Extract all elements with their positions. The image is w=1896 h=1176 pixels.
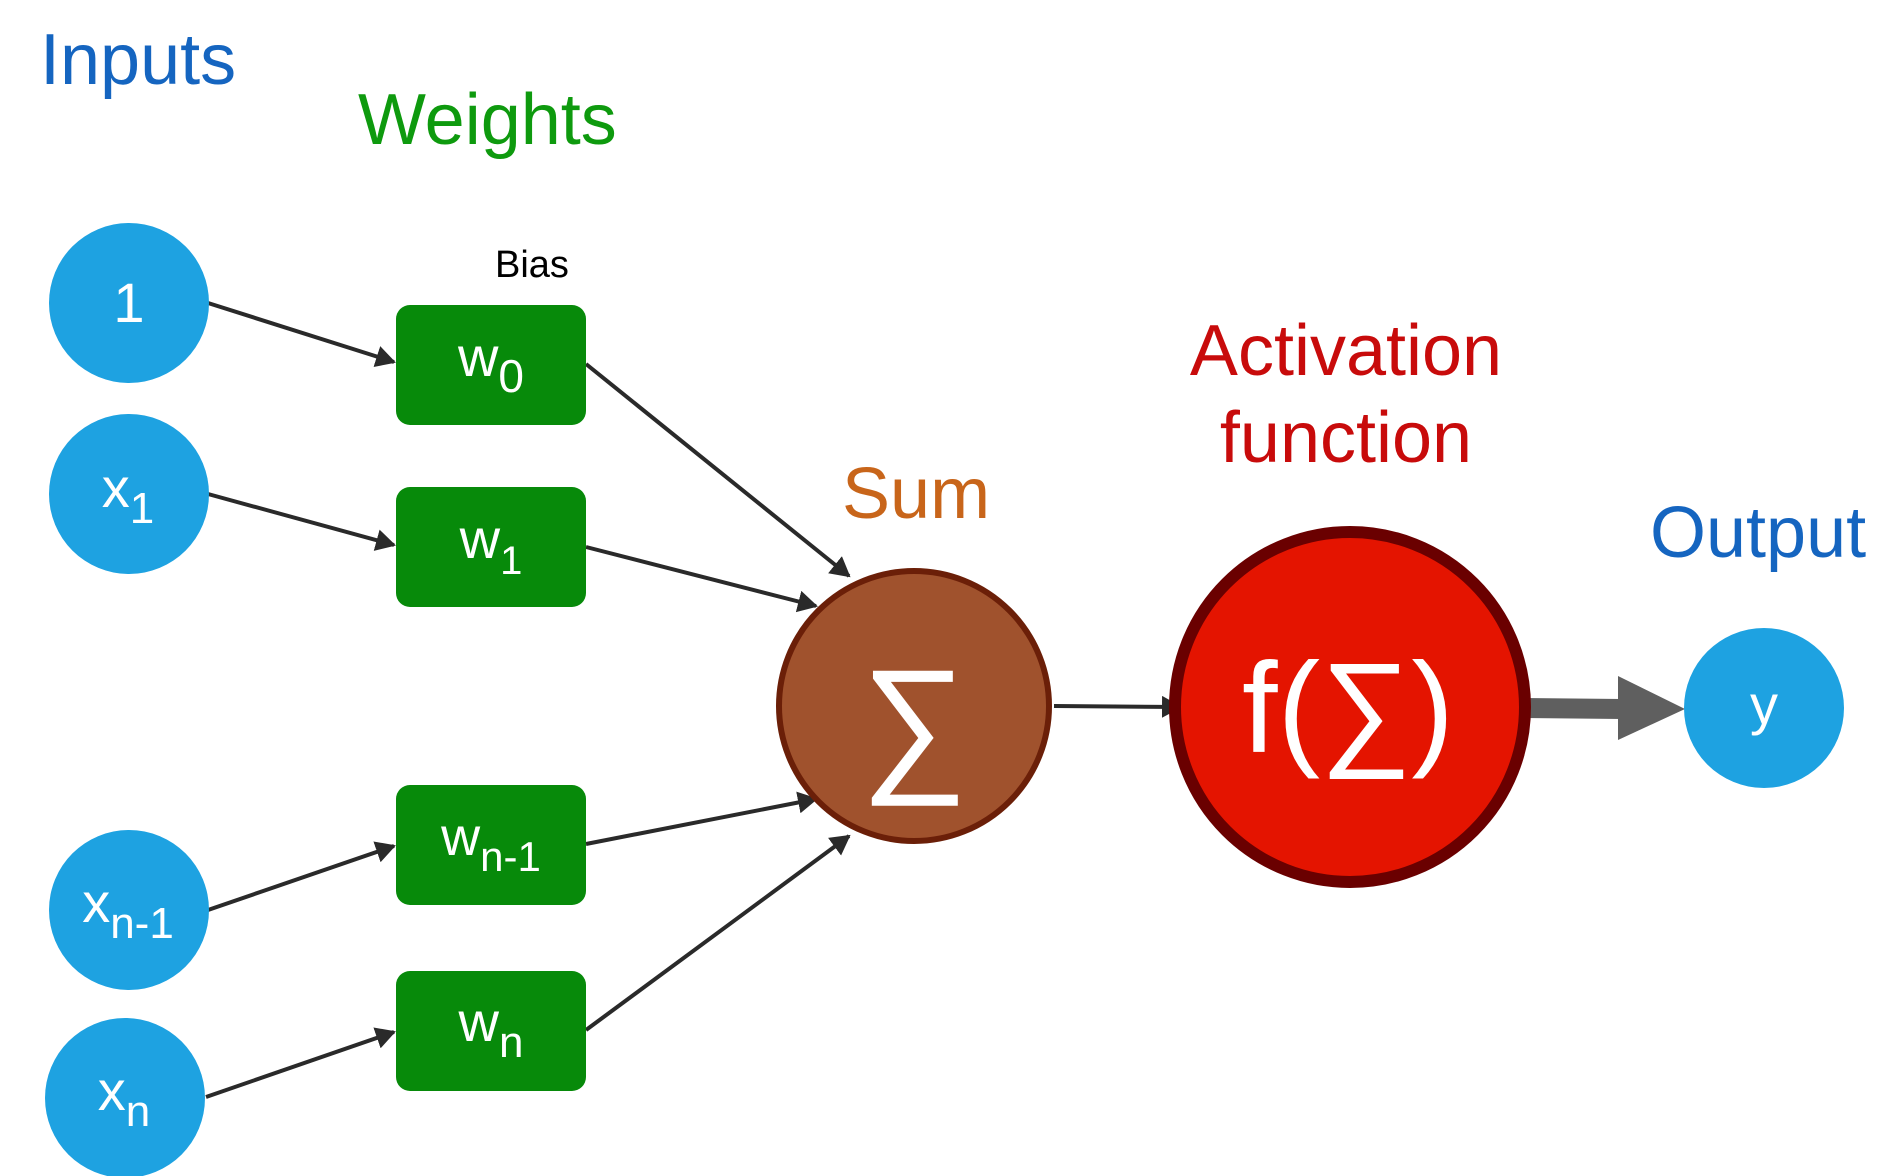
input-node-x1: x1 bbox=[49, 414, 209, 574]
weight-w0-base: w bbox=[457, 325, 499, 388]
activation-symbol: f(∑) bbox=[1242, 637, 1454, 780]
input-node-xn-1-sub: n-1 bbox=[110, 899, 174, 948]
inputs-header: Inputs bbox=[40, 20, 236, 100]
bias-label: Bias bbox=[495, 244, 569, 286]
svg-text:xn-1: xn-1 bbox=[82, 871, 174, 948]
weight-wn-base: w bbox=[458, 990, 500, 1053]
arrow-wn1-to-sum bbox=[585, 791, 818, 846]
weight-box-wn: wn bbox=[396, 971, 586, 1091]
weight-box-w1: w1 bbox=[396, 487, 586, 607]
svg-text:w0: w0 bbox=[457, 325, 524, 402]
arrow-sum-to-activation bbox=[1053, 695, 1182, 718]
arrow-input-1-to-w0 bbox=[207, 301, 396, 368]
input-node-xn-1: xn-1 bbox=[49, 830, 209, 990]
arrow-x1-to-w1 bbox=[207, 492, 396, 551]
weight-wn-1-sub: n-1 bbox=[480, 833, 541, 880]
output-value: y bbox=[1750, 673, 1778, 736]
input-node-1-label: 1 bbox=[113, 271, 144, 334]
output-node: y bbox=[1684, 628, 1844, 788]
input-node-xn-1-base: x bbox=[82, 871, 110, 934]
weight-w1-base: w bbox=[459, 507, 501, 570]
arrow-activation-to-output-shaft bbox=[1522, 698, 1623, 719]
weight-box-w0: w0 bbox=[396, 305, 586, 425]
arrow-xn1-to-wn1 bbox=[207, 841, 396, 912]
activation-header-line1: Activation bbox=[1190, 311, 1502, 391]
svg-text:wn: wn bbox=[458, 990, 524, 1067]
svg-text:wn-1: wn-1 bbox=[440, 807, 541, 880]
sum-symbol: ∑ bbox=[861, 638, 968, 806]
input-node-xn: xn bbox=[45, 1018, 205, 1176]
svg-text:xn: xn bbox=[98, 1059, 150, 1136]
activation-node: f(∑) bbox=[1169, 526, 1531, 888]
weight-w0-sub: 0 bbox=[498, 350, 524, 402]
weight-box-wn-1: wn-1 bbox=[396, 785, 586, 905]
svg-text:1: 1 bbox=[113, 271, 144, 334]
arrow-w1-to-sum bbox=[585, 545, 818, 613]
output-header: Output bbox=[1650, 493, 1866, 573]
sum-node: ∑ bbox=[776, 568, 1052, 844]
weight-wn-1-base: w bbox=[440, 807, 481, 867]
sum-header: Sum bbox=[842, 454, 990, 534]
input-node-xn-sub: n bbox=[126, 1087, 150, 1136]
arrow-wn-to-sum bbox=[584, 834, 851, 1032]
input-node-1: 1 bbox=[49, 223, 209, 383]
svg-text:x1: x1 bbox=[102, 456, 154, 533]
weight-wn-sub: n bbox=[499, 1018, 523, 1067]
weight-w1-sub: 1 bbox=[500, 539, 522, 583]
input-node-xn-base: x bbox=[98, 1059, 126, 1122]
arrow-w0-to-sum bbox=[584, 362, 851, 578]
arrow-activation-to-output-head bbox=[1618, 676, 1685, 740]
input-node-x1-base: x bbox=[102, 456, 130, 519]
input-node-x1-sub: 1 bbox=[130, 484, 154, 533]
weights-header: Weights bbox=[358, 80, 617, 160]
arrow-xn-to-wn bbox=[205, 1027, 396, 1099]
svg-text:w1: w1 bbox=[459, 507, 523, 583]
activation-header-line2: function bbox=[1220, 398, 1472, 478]
